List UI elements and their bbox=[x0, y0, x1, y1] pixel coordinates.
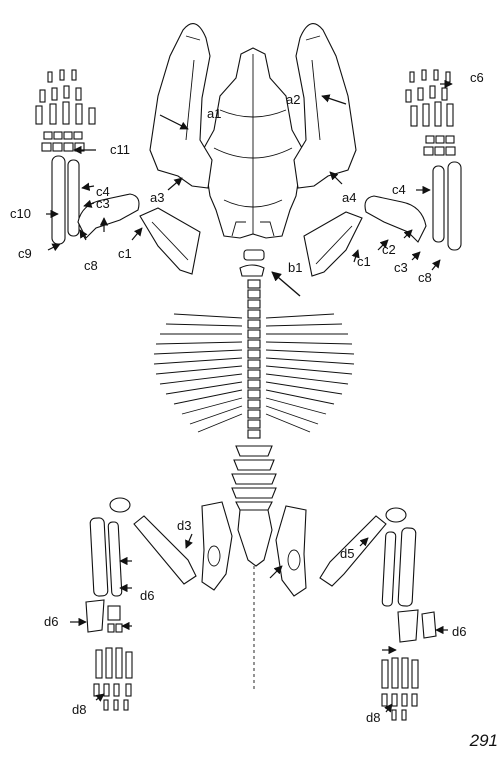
label-a4: a4 bbox=[342, 190, 356, 205]
label-a2: a2 bbox=[286, 92, 300, 107]
label-c4-left: c4 bbox=[96, 184, 110, 199]
label-d6-left-a: d6 bbox=[140, 588, 154, 603]
label-c1-left: c1 bbox=[118, 246, 132, 261]
label-c8-right: c8 bbox=[418, 270, 432, 285]
label-c1-right: c1 bbox=[357, 254, 371, 269]
label-c4-right: c4 bbox=[392, 182, 406, 197]
label-b1: b1 bbox=[288, 260, 302, 275]
label-d8-right: d8 bbox=[366, 710, 380, 725]
label-c6: c6 bbox=[470, 70, 484, 85]
label-a1: a1 bbox=[207, 106, 221, 121]
label-d6-left-b: d6 bbox=[44, 614, 58, 629]
vertebral-column bbox=[232, 250, 276, 690]
page-number: 291 bbox=[470, 731, 498, 751]
label-d8-left: d8 bbox=[72, 702, 86, 717]
pelvis-right bbox=[276, 506, 306, 596]
label-c8-left: c8 bbox=[84, 258, 98, 273]
label-c10: c10 bbox=[10, 206, 31, 221]
label-a3: a3 bbox=[150, 190, 164, 205]
pelvis-left bbox=[202, 502, 232, 590]
label-d6-right: d6 bbox=[452, 624, 466, 639]
hindlimb-right bbox=[320, 508, 436, 720]
label-c11: c11 bbox=[110, 142, 130, 157]
ribs-left bbox=[154, 314, 242, 432]
label-d3: d3 bbox=[177, 518, 191, 533]
label-c2: c2 bbox=[382, 242, 396, 257]
skull bbox=[204, 48, 302, 238]
mandible-left bbox=[150, 24, 212, 188]
label-c3-right: c3 bbox=[394, 260, 408, 275]
ribs-right bbox=[266, 314, 354, 432]
mandible-right bbox=[294, 24, 356, 188]
label-d5: d5 bbox=[340, 546, 354, 561]
label-c9: c9 bbox=[18, 246, 32, 261]
